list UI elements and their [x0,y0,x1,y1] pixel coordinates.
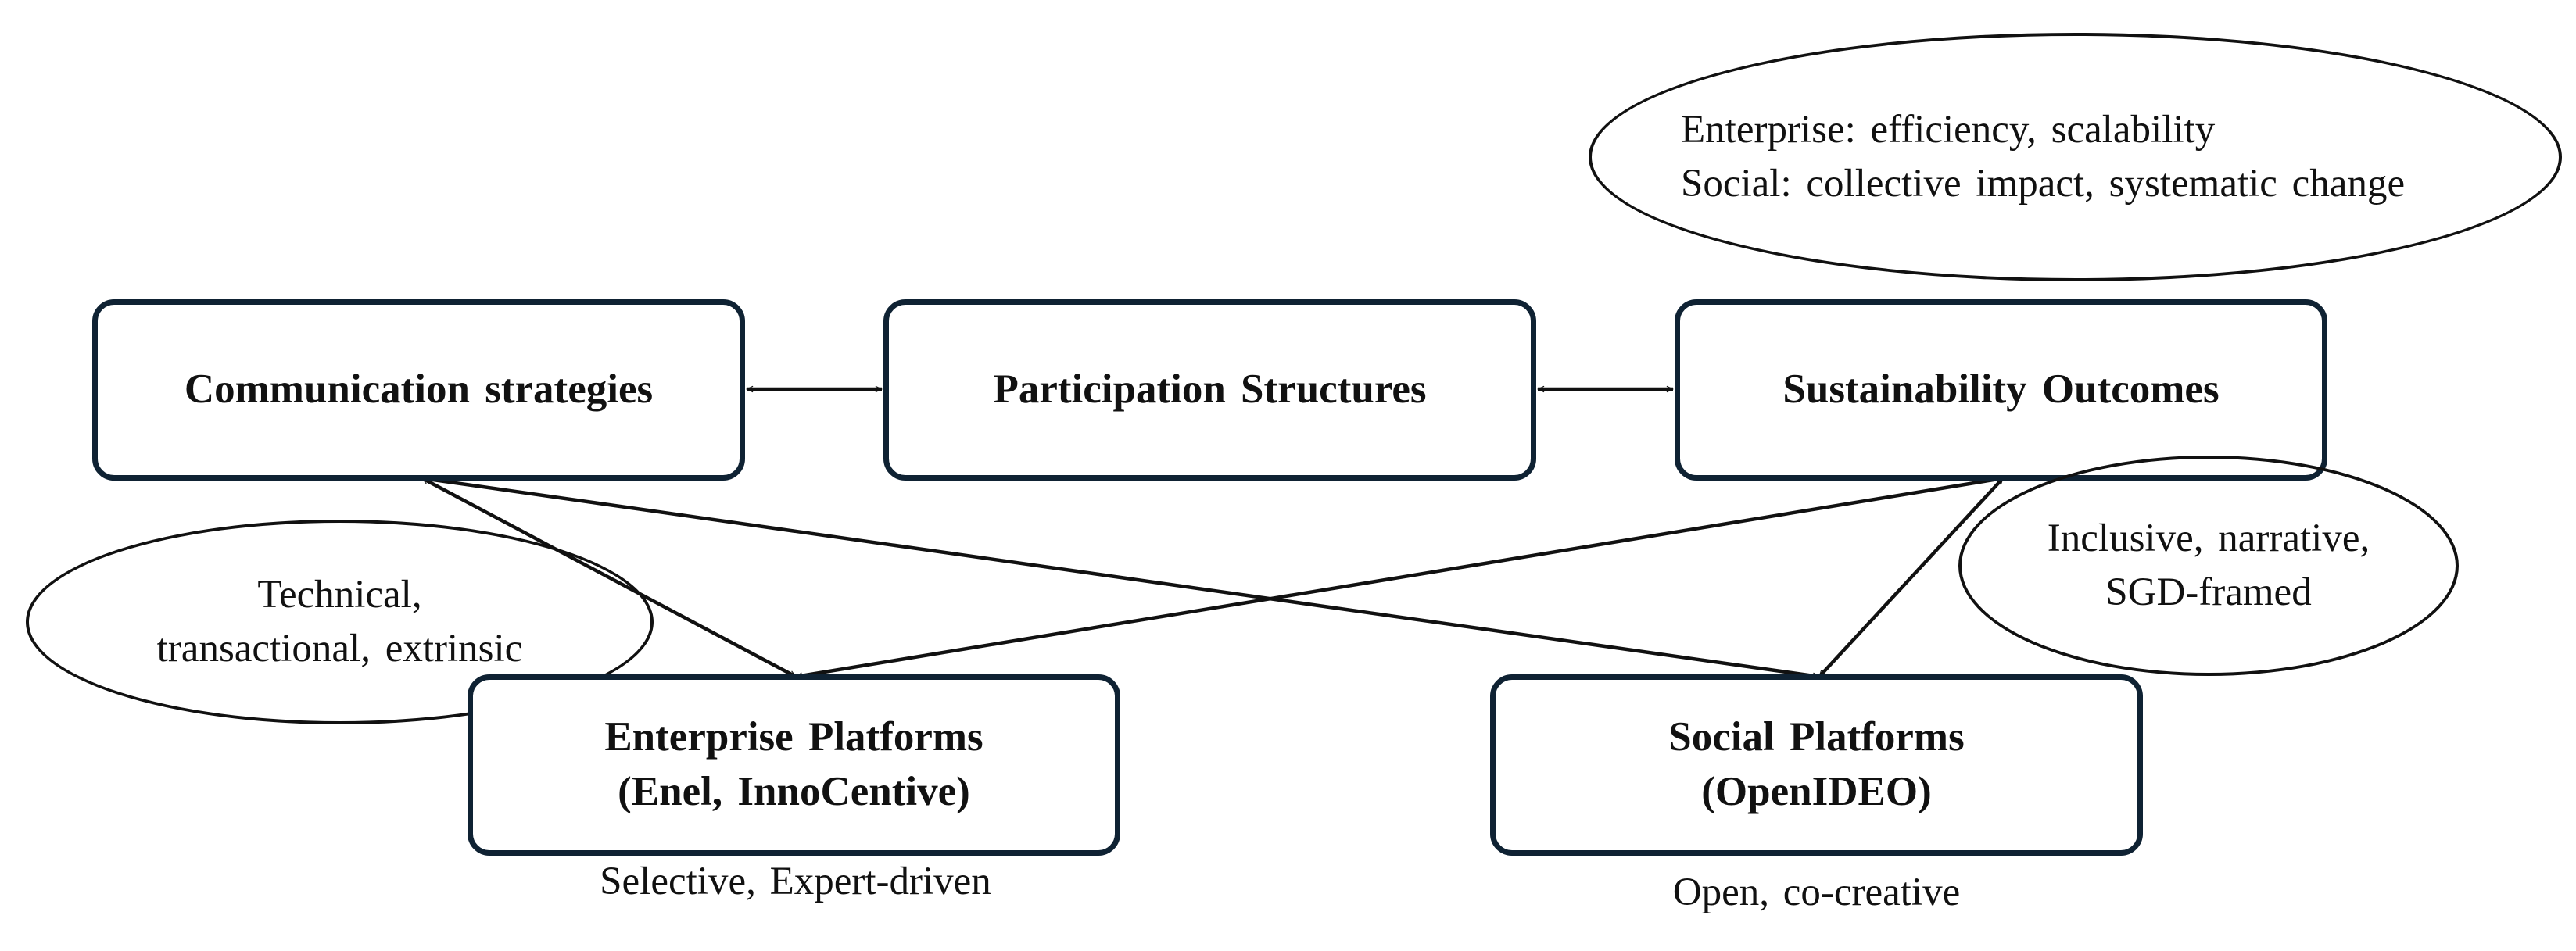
enterprise-communication-line-2: transactional, extrinsic [156,627,523,670]
goals-ellipse-line-2: Social: collective impact, systematic ch… [1681,162,2406,206]
social-communication-ellipse: Inclusive, narrative, SGD-framed [1958,456,2459,676]
enterprise-platforms-title: Enterprise Platforms [604,714,983,760]
enterprise-communication-line-1: Technical, [257,573,422,617]
social-communication-line-1: Inclusive, narrative, [2047,517,2370,561]
social-communication-line-2: SGD-framed [2105,570,2312,614]
enterprise-platforms-node: Enterprise Platforms (Enel, InnoCentive) [468,674,1120,856]
participation-structures-label: Participation Structures [993,366,1427,413]
edge-sustainability-enterprise [796,478,2003,677]
sustainability-outcomes-node: Sustainability Outcomes [1675,299,2327,481]
goals-ellipse: Enterprise: efficiency, scalability Soci… [1589,33,2562,281]
edge-sustainability-social [1818,477,2005,678]
sustainability-outcomes-label: Sustainability Outcomes [1782,366,2220,413]
enterprise-platforms-examples: (Enel, InnoCentive) [618,769,970,814]
goals-ellipse-line-1: Enterprise: efficiency, scalability [1681,108,2216,152]
communication-strategies-node: Communication strategies [92,299,745,481]
social-platforms-examples: (OpenIDEO) [1701,769,1932,814]
social-participation-caption: Open, co-creative [1672,871,1961,914]
participation-structures-node: Participation Structures [883,299,1536,481]
social-platforms-title: Social Platforms [1668,714,1965,760]
enterprise-participation-caption: Selective, Expert-driven [600,860,991,903]
communication-strategies-label: Communication strategies [184,366,654,413]
social-platforms-node: Social Platforms (OpenIDEO) [1490,674,2143,856]
